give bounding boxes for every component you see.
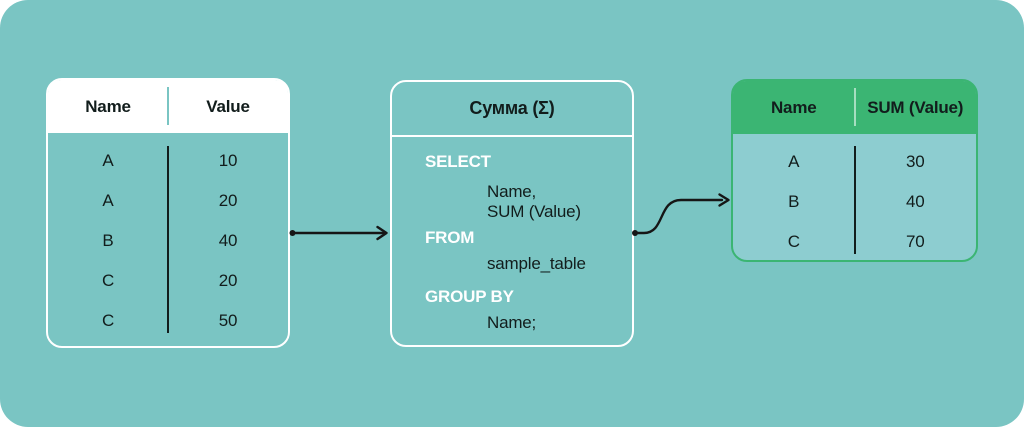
column-header-value: Value (206, 96, 250, 116)
table-cell: B (102, 231, 114, 250)
table-row: A 10 (48, 141, 288, 181)
table-row: C 20 (48, 261, 288, 301)
table-cell: 70 (905, 232, 925, 251)
table-cell: A (788, 152, 800, 171)
column-header-name: Name (85, 96, 131, 116)
table-cell: 40 (905, 192, 925, 211)
column-header-name: Name (770, 97, 817, 117)
table-row: B 40 (48, 221, 288, 261)
table-cell: 20 (218, 191, 238, 210)
source-table-body: A 10 A 20 B 40 C 20 C 50 (48, 133, 288, 341)
table-cell: 50 (218, 311, 238, 330)
column-divider (167, 146, 169, 333)
sql-select-column: Name, (487, 182, 537, 201)
column-header-sum: SUM (Value) (867, 97, 964, 117)
header-separator (167, 87, 169, 125)
table-cell: B (788, 192, 800, 211)
table-row: C 70 (733, 222, 976, 262)
sql-groupby-column: Name; (487, 313, 537, 332)
table-row: B 40 (733, 182, 976, 222)
sql-select-aggregate: SUM (Value) (487, 202, 581, 221)
header-separator (853, 88, 856, 126)
result-table-body: A 30 B 40 C 70 (733, 134, 976, 262)
operator-title: Сумма (Σ) (392, 82, 632, 137)
sql-query: SELECT Name, SUM (Value) FROM sample_tab… (392, 137, 632, 345)
table-row: C 50 (48, 301, 288, 341)
table-cell: C (101, 271, 115, 290)
source-table: Name Value A 10 A 20 B 40 C 20 C (46, 78, 290, 348)
table-cell: C (101, 311, 115, 330)
sql-keyword-select: SELECT (425, 152, 491, 171)
result-table-header: Name SUM (Value) (733, 81, 976, 134)
table-cell: C (787, 232, 800, 251)
column-divider (853, 146, 856, 254)
arrow-operator-to-result-icon (632, 193, 730, 236)
table-cell: 10 (218, 151, 238, 170)
sql-keyword-from: FROM (425, 228, 475, 247)
table-cell: A (102, 191, 114, 210)
sql-from-table: sample_table (487, 254, 586, 273)
table-row: A 20 (48, 181, 288, 221)
table-cell: 40 (218, 231, 238, 250)
table-row: A 30 (733, 142, 976, 182)
table-cell: 20 (218, 271, 238, 290)
table-cell: A (102, 151, 114, 170)
table-cell: 30 (905, 152, 925, 171)
arrow-source-to-operator-icon (289, 225, 388, 241)
operator-box: Сумма (Σ) SELECT Name, SUM (Value) FROM … (390, 80, 634, 347)
result-table: Name SUM (Value) A 30 B 40 C 70 (731, 79, 978, 262)
source-table-header: Name Value (48, 80, 288, 133)
sql-keyword-groupby: GROUP BY (425, 287, 514, 306)
